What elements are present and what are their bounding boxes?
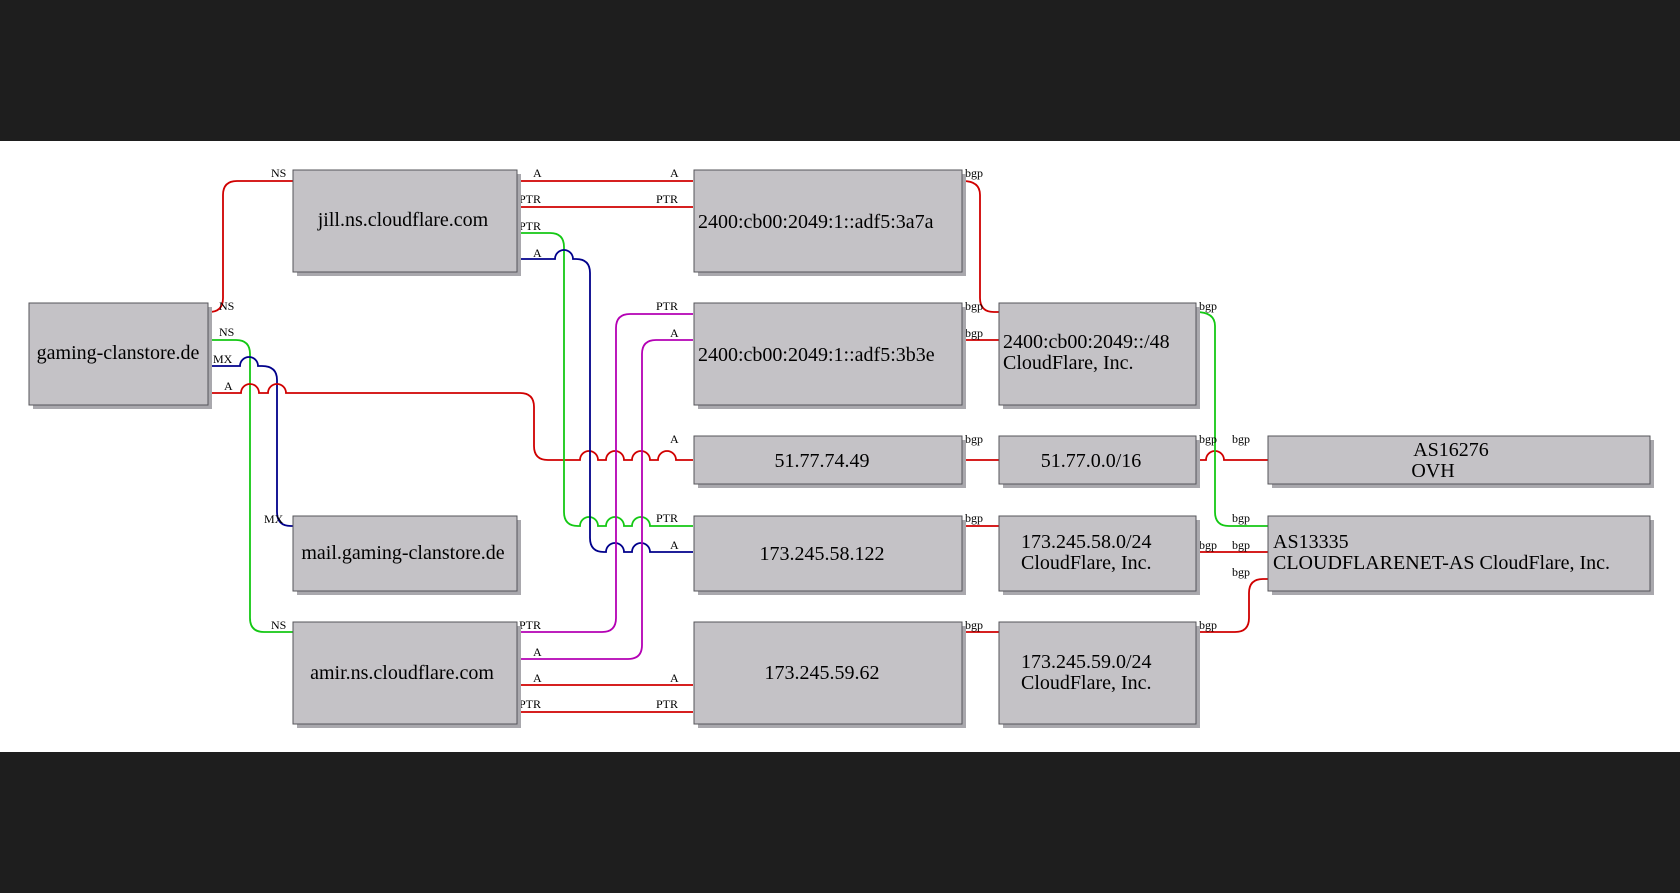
node-ip6-a[interactable]: 2400:cb00:2049:1::adf5:3a7a xyxy=(693,169,966,276)
node-ip-cf1[interactable]: 173.245.58.122 xyxy=(693,515,966,595)
label-ptr: PTR xyxy=(656,299,678,313)
label-bgp: bgp xyxy=(965,326,983,340)
label-ptr: PTR xyxy=(519,219,541,233)
label-a: A xyxy=(533,246,542,260)
label-bgp: bgp xyxy=(965,511,983,525)
label-bgp: bgp xyxy=(1199,538,1217,552)
label-a: A xyxy=(670,432,679,446)
nodes: gaming-clanstore.de jill.ns.cloudflare.c… xyxy=(28,169,1654,728)
label-a: A xyxy=(670,166,679,180)
label-ns: NS xyxy=(271,618,286,632)
label-ptr: PTR xyxy=(519,192,541,206)
label-bgp: bgp xyxy=(1232,432,1250,446)
node-mail-label: mail.gaming-clanstore.de xyxy=(301,542,504,564)
node-as-cloudflare[interactable]: AS13335 CLOUDFLARENET-AS CloudFlare, Inc… xyxy=(1267,515,1654,595)
node-ns-amir[interactable]: amir.ns.cloudflare.com xyxy=(292,621,521,728)
label-ptr: PTR xyxy=(519,618,541,632)
edge-bgp-pfx6-as xyxy=(1195,311,1268,527)
edge-amir-ptr-ip6b xyxy=(518,313,693,633)
node-prefix-ip6[interactable]: 2400:cb00:2049::/48 CloudFlare, Inc. xyxy=(998,302,1200,409)
node-ip-ovh[interactable]: 51.77.74.49 xyxy=(693,435,966,488)
node-prefix-ovh-label: 51.77.0.0/16 xyxy=(1041,450,1142,472)
node-as-cloudflare-line1: AS13335 xyxy=(1273,531,1349,553)
edge-jill-ptr-cf1 xyxy=(518,232,693,527)
edges xyxy=(208,180,1268,713)
node-as-ovh-line2: OVH xyxy=(1411,460,1454,482)
node-prefix-cf1-line1: 173.245.58.0/24 xyxy=(1021,531,1152,553)
node-domain[interactable]: gaming-clanstore.de xyxy=(28,302,212,409)
node-ip6-b-label: 2400:cb00:2049:1::adf5:3b3e xyxy=(698,344,935,366)
edge-bgp-pfxcf2-as xyxy=(1196,578,1268,633)
label-bgp: bgp xyxy=(965,299,983,313)
label-bgp: bgp xyxy=(965,618,983,632)
edge-a-ovh-ip xyxy=(209,383,693,461)
label-a: A xyxy=(670,538,679,552)
node-ip6-b[interactable]: 2400:cb00:2049:1::adf5:3b3e xyxy=(693,302,966,409)
node-ns-jill-label: jill.ns.cloudflare.com xyxy=(317,209,489,231)
node-prefix-cf2[interactable]: 173.245.59.0/24 CloudFlare, Inc. xyxy=(998,621,1200,728)
label-a: A xyxy=(224,379,233,393)
node-prefix-ovh[interactable]: 51.77.0.0/16 xyxy=(998,435,1200,488)
edge-ns-amir xyxy=(209,339,293,633)
label-bgp: bgp xyxy=(1232,538,1250,552)
label-bgp: bgp xyxy=(1199,299,1217,313)
node-as-cloudflare-line2: CLOUDFLARENET-AS CloudFlare, Inc. xyxy=(1273,552,1610,574)
node-prefix-ip6-line1: 2400:cb00:2049::/48 xyxy=(1003,331,1170,353)
label-a: A xyxy=(670,326,679,340)
label-mx: MX xyxy=(264,512,284,526)
node-ip-ovh-label: 51.77.74.49 xyxy=(775,450,870,472)
node-mail[interactable]: mail.gaming-clanstore.de xyxy=(292,515,521,595)
label-a: A xyxy=(533,671,542,685)
edge-amir-a-ip6b xyxy=(518,339,693,660)
node-ip-cf1-label: 173.245.58.122 xyxy=(760,543,885,565)
edge-ns-jill xyxy=(208,180,293,313)
edge-jill-a-cf1 xyxy=(518,249,693,553)
label-a: A xyxy=(533,166,542,180)
label-bgp: bgp xyxy=(1232,565,1250,579)
node-prefix-cf2-line1: 173.245.59.0/24 xyxy=(1021,651,1152,673)
label-ptr: PTR xyxy=(656,697,678,711)
label-ns: NS xyxy=(271,166,286,180)
label-ns: NS xyxy=(219,325,234,339)
label-a: A xyxy=(533,645,542,659)
node-as-ovh[interactable]: AS16276 OVH xyxy=(1267,435,1654,488)
label-a: A xyxy=(670,671,679,685)
node-domain-label: gaming-clanstore.de xyxy=(37,342,200,364)
label-bgp: bgp xyxy=(1199,432,1217,446)
node-ns-jill[interactable]: jill.ns.cloudflare.com xyxy=(292,169,521,276)
edge-mx-mail xyxy=(209,356,293,527)
label-ptr: PTR xyxy=(656,192,678,206)
label-mx: MX xyxy=(213,352,233,366)
node-ns-amir-label: amir.ns.cloudflare.com xyxy=(310,662,494,684)
label-bgp: bgp xyxy=(1199,618,1217,632)
node-ip-cf2[interactable]: 173.245.59.62 xyxy=(693,621,966,728)
label-bgp: bgp xyxy=(965,166,983,180)
label-ptr: PTR xyxy=(519,697,541,711)
node-as-ovh-line1: AS16276 xyxy=(1413,439,1489,461)
edge-bgp-ip6a-pfx6 xyxy=(962,180,999,313)
label-ns: NS xyxy=(219,299,234,313)
node-ip6-a-label: 2400:cb00:2049:1::adf5:3a7a xyxy=(698,211,934,233)
label-bgp: bgp xyxy=(965,432,983,446)
node-ip-cf2-label: 173.245.59.62 xyxy=(765,662,880,684)
label-ptr: PTR xyxy=(656,511,678,525)
node-prefix-cf1-line2: CloudFlare, Inc. xyxy=(1021,552,1152,574)
node-prefix-cf2-line2: CloudFlare, Inc. xyxy=(1021,672,1152,694)
label-bgp: bgp xyxy=(1232,511,1250,525)
node-prefix-ip6-line2: CloudFlare, Inc. xyxy=(1003,352,1134,374)
edge-labels: NS NS NS MX A MX NS A PTR PTR A PTR A A … xyxy=(213,166,1250,711)
node-prefix-cf1[interactable]: 173.245.58.0/24 CloudFlare, Inc. xyxy=(998,515,1200,595)
